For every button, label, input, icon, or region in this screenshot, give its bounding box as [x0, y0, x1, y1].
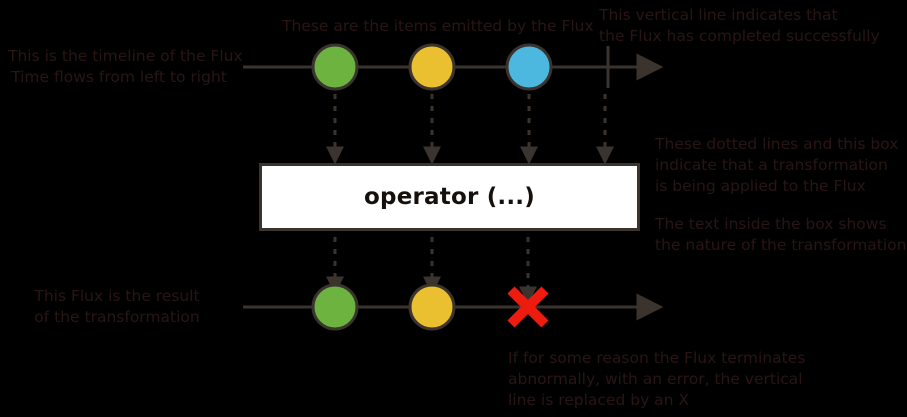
annotation-box-text: The text inside the box shows the nature… — [655, 215, 907, 254]
operator-box[interactable]: operator (...) — [259, 163, 640, 231]
annotation-completion: This vertical line indicates that the Fl… — [599, 6, 880, 45]
error-x-icon[interactable] — [507, 286, 549, 328]
marble-yellow-source[interactable] — [408, 43, 456, 91]
annotation-items: These are the items emitted by the Flux — [282, 17, 594, 35]
annotation-transformation: These dotted lines and this box indicate… — [655, 135, 899, 195]
annotation-error: If for some reason the Flux terminates a… — [508, 349, 806, 409]
result-timeline-group — [243, 283, 664, 331]
marble-blue-source[interactable] — [505, 43, 553, 91]
marble-yellow-result[interactable] — [408, 283, 456, 331]
operator-box-label: operator (...) — [364, 184, 535, 210]
marble-green-result[interactable] — [311, 283, 359, 331]
annotation-result: This Flux is the result of the transform… — [34, 287, 200, 326]
marble-green-source[interactable] — [311, 43, 359, 91]
source-timeline-group — [243, 43, 664, 91]
transform-arrows-out — [326, 237, 537, 305]
annotation-timeline: This is the timeline of the Flux Time fl… — [8, 47, 243, 86]
transform-arrows-in — [326, 94, 614, 165]
